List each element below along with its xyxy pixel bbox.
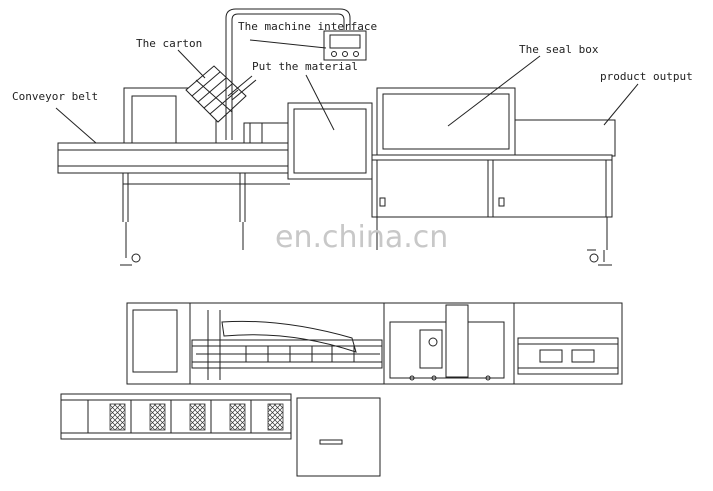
seal-box-body [376, 87, 516, 156]
machine-interface-panel [323, 30, 367, 61]
label-seal-box: The seal box [519, 43, 599, 56]
cabinet-plan [296, 397, 381, 477]
label-product-output: product output [600, 70, 693, 83]
plan-view [60, 302, 623, 477]
base-cabinet [371, 154, 613, 218]
conveyor-belt-bed [57, 142, 291, 174]
conveyor-legs [122, 173, 290, 222]
leader-lines [55, 39, 639, 144]
machine-feet [120, 222, 612, 266]
label-conveyor-belt: Conveyor belt [12, 90, 98, 103]
interface-mast [225, 8, 351, 140]
carton-stack [185, 65, 257, 123]
product-output-box [514, 119, 616, 157]
watermark: en.china.cn [275, 220, 448, 255]
material-feed-box [287, 102, 373, 180]
infeed-buckets [109, 403, 284, 431]
side-view: Conveyor belt The carton The machine int… [12, 8, 693, 266]
transfer-chute [221, 320, 357, 353]
label-put-material: Put the material [252, 60, 358, 73]
inner-chain-conveyor [191, 339, 383, 369]
output-chain-conveyor [517, 337, 619, 375]
label-carton: The carton [136, 37, 202, 50]
label-machine-interface: The machine interface [238, 20, 377, 33]
infeed-conveyor-plan [60, 393, 292, 440]
